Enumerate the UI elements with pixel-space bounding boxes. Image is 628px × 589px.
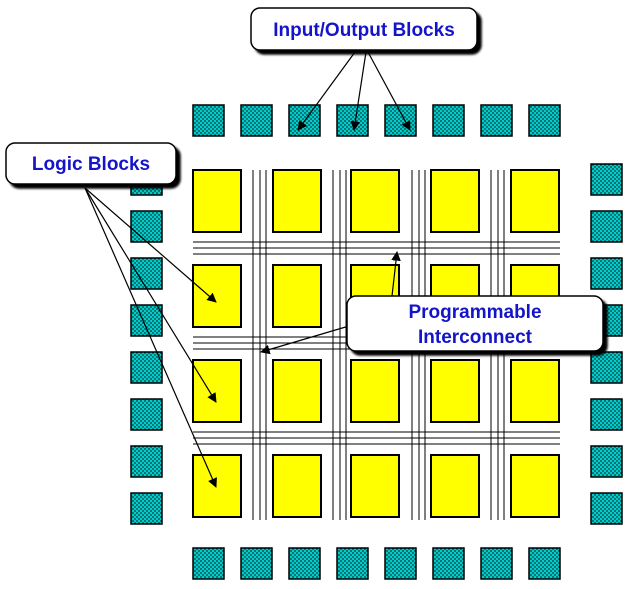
- io-block: [590, 210, 623, 243]
- io-block: [130, 445, 163, 478]
- logic-block: [350, 359, 400, 423]
- io-block: [590, 398, 623, 431]
- io-block: [336, 104, 369, 137]
- io-block: [590, 445, 623, 478]
- io-block: [336, 547, 369, 580]
- io-block: [130, 398, 163, 431]
- io-block: [528, 547, 561, 580]
- io-block: [480, 104, 513, 137]
- io-block: [590, 492, 623, 525]
- logic-block: [192, 264, 242, 328]
- io-block: [130, 304, 163, 337]
- logic-block: [272, 454, 322, 518]
- io-block: [528, 104, 561, 137]
- io-block: [130, 210, 163, 243]
- pointer-arrow: [391, 251, 401, 297]
- io-block: [192, 547, 225, 580]
- pointer-arrow: [350, 51, 367, 131]
- io-block: [384, 547, 417, 580]
- logic-block: [272, 264, 322, 328]
- pointer-arrow: [84, 187, 217, 303]
- io-block: [130, 492, 163, 525]
- io-block: [590, 163, 623, 196]
- io-block: [384, 104, 417, 137]
- io-block: [240, 104, 273, 137]
- interconnect-label-line1: Programmable: [408, 302, 541, 323]
- logic-block: [272, 169, 322, 233]
- io-block: [288, 547, 321, 580]
- io-block: [480, 547, 513, 580]
- logic-block-grid: [192, 169, 560, 518]
- io-block: [288, 104, 321, 137]
- io-block: [432, 547, 465, 580]
- interconnect-callout: Programmable Interconnect: [346, 295, 604, 352]
- logic-block: [350, 454, 400, 518]
- pointer-arrow: [84, 187, 217, 488]
- io-block: [240, 547, 273, 580]
- io-blocks-label: Input/Output Blocks: [273, 20, 455, 41]
- interconnect-label-line2: Interconnect: [418, 327, 533, 348]
- io-block: [192, 104, 225, 137]
- pointer-arrow: [367, 51, 411, 131]
- io-block: [130, 257, 163, 290]
- logic-blocks-callout: Logic Blocks: [5, 142, 177, 185]
- pointer-arrows: [84, 51, 411, 488]
- logic-block: [430, 359, 480, 423]
- io-block: [432, 104, 465, 137]
- pointer-arrow: [84, 187, 217, 403]
- io-blocks-callout: Input/Output Blocks: [250, 7, 478, 51]
- io-block: [130, 351, 163, 384]
- logic-block: [510, 169, 560, 233]
- pointer-arrow: [297, 51, 356, 131]
- logic-block: [510, 454, 560, 518]
- logic-block: [430, 454, 480, 518]
- pointer-arrow: [260, 325, 350, 355]
- logic-block: [192, 454, 242, 518]
- logic-block: [272, 359, 322, 423]
- logic-blocks-label: Logic Blocks: [32, 154, 150, 175]
- logic-block: [510, 359, 560, 423]
- logic-block: [192, 169, 242, 233]
- logic-block: [350, 169, 400, 233]
- logic-block: [192, 359, 242, 423]
- io-block: [590, 257, 623, 290]
- logic-block: [430, 169, 480, 233]
- io-block: [590, 351, 623, 384]
